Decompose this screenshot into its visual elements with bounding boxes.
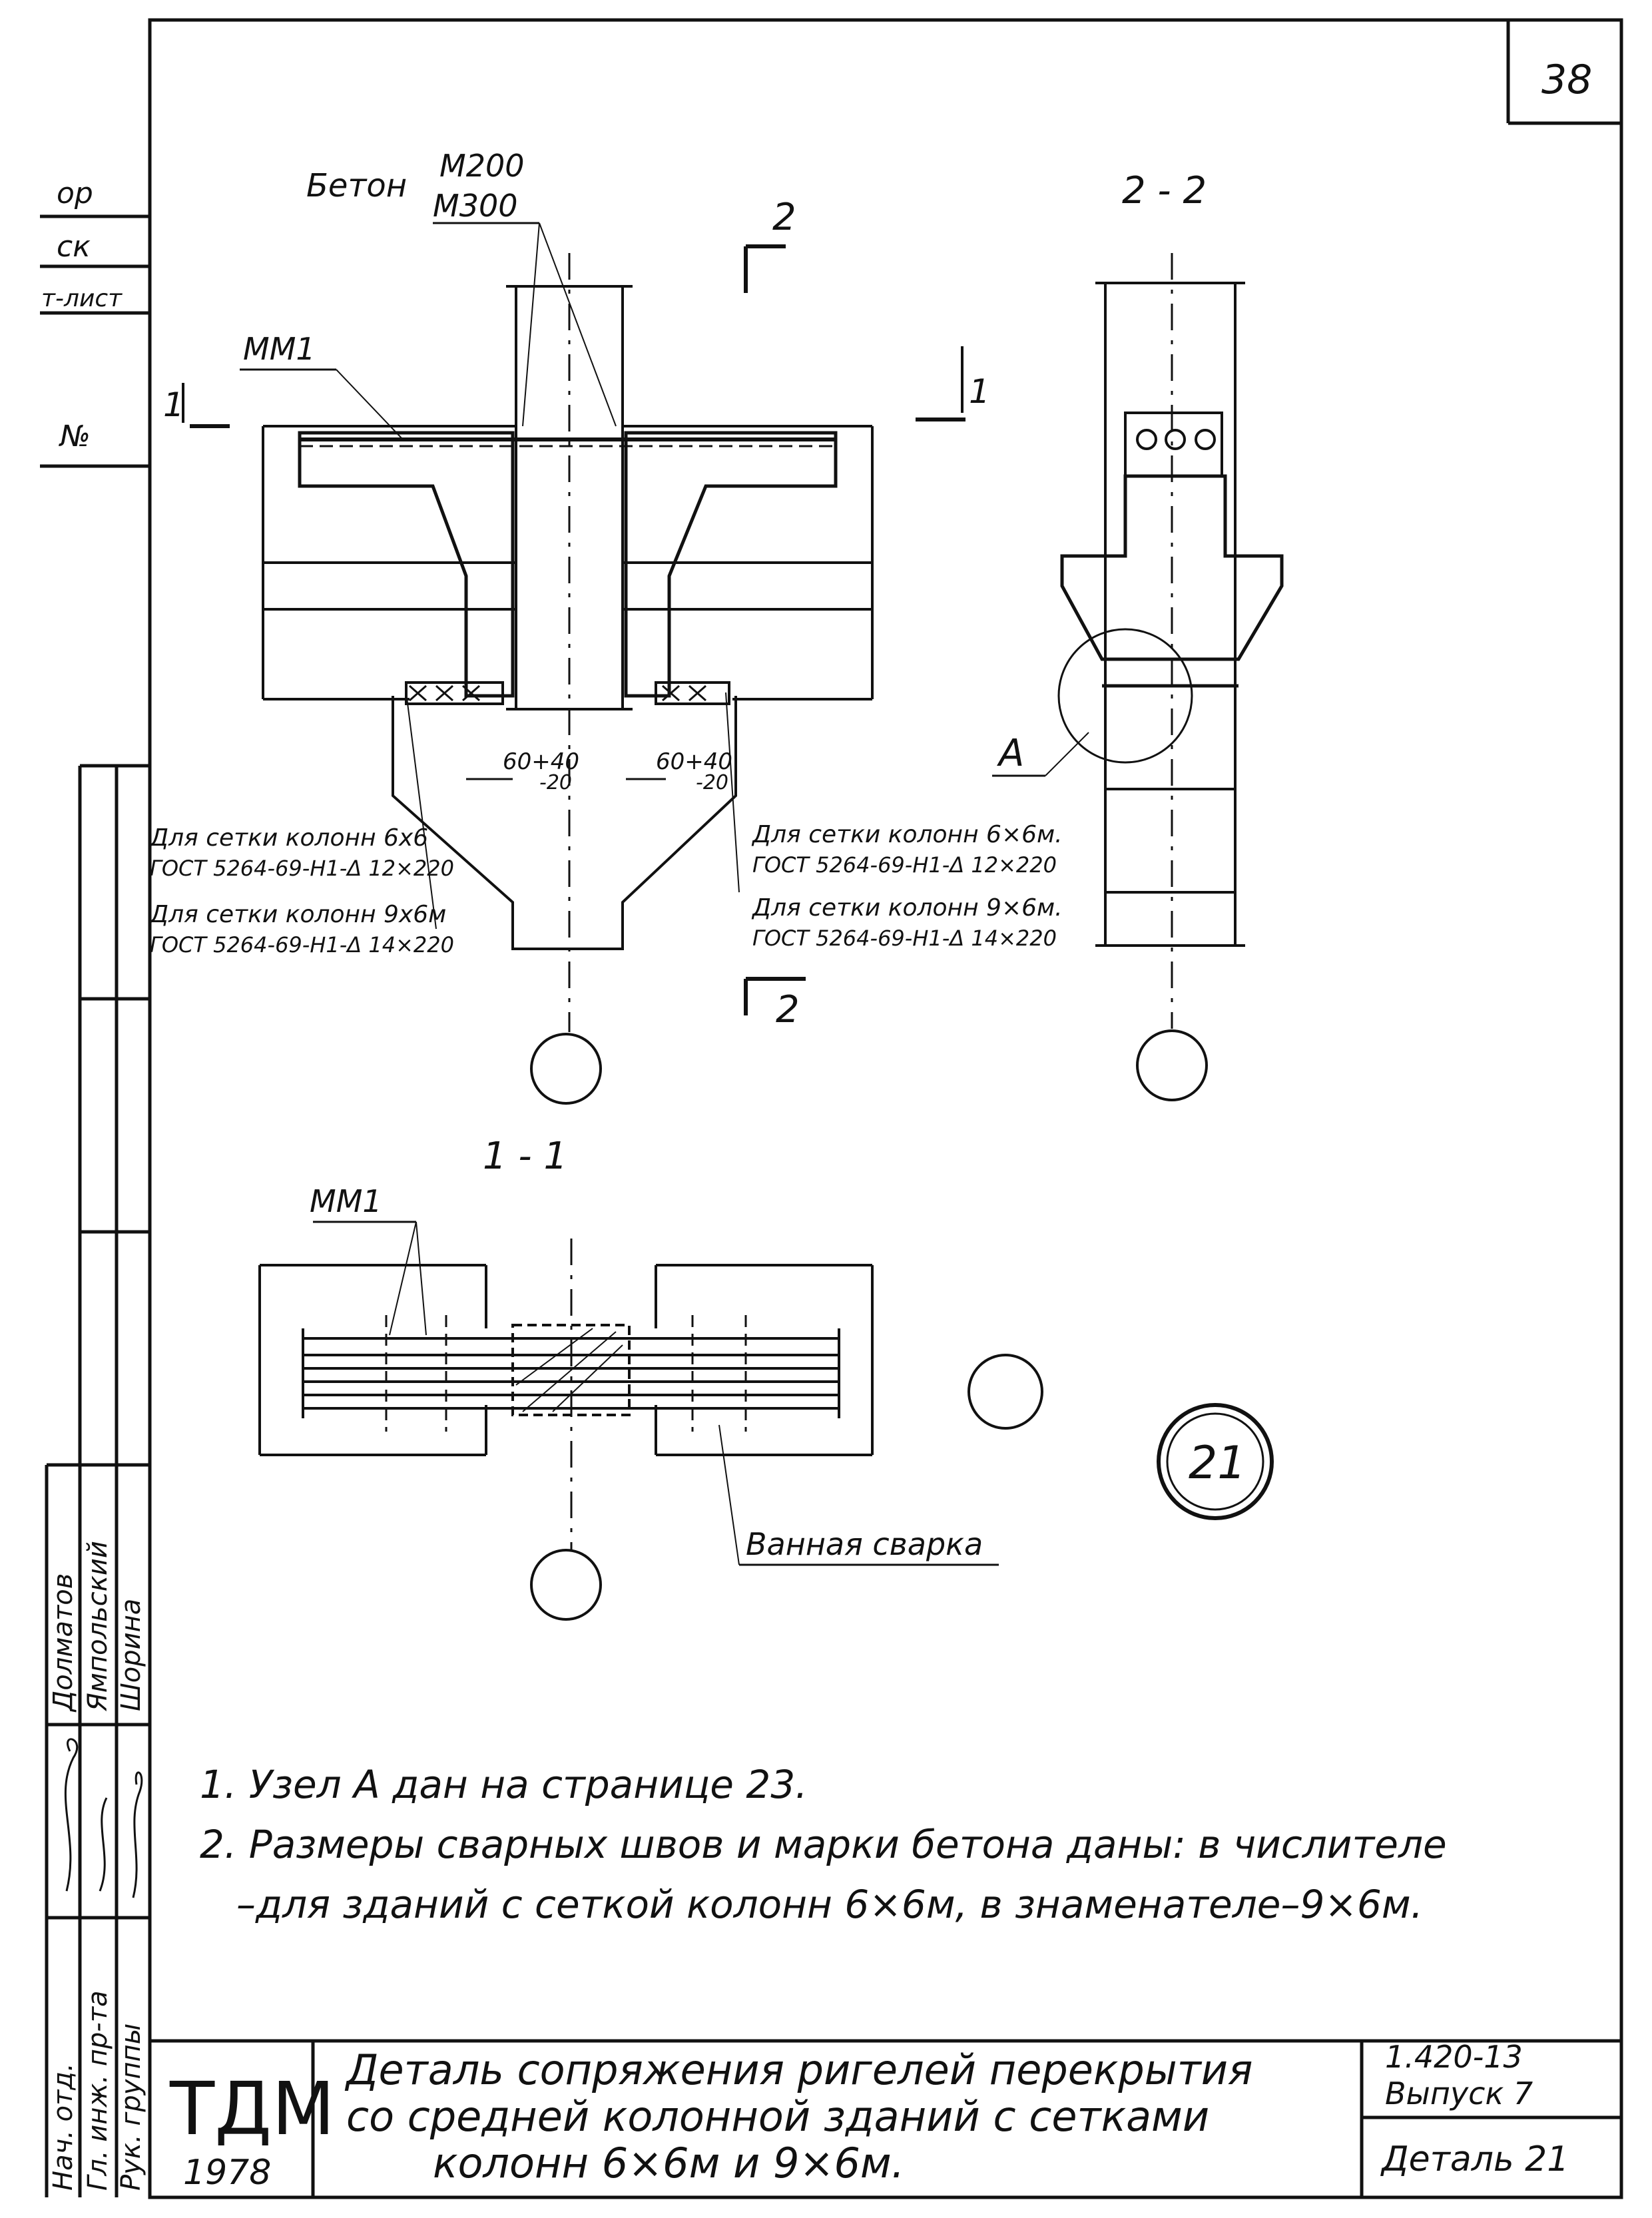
mesh-left-gost-2: ГОСТ 5264-69-Н1-Δ 14×220 (150, 932, 454, 958)
section-2-2-view (992, 253, 1284, 1101)
org-stamp: ТДМ (169, 2066, 335, 2151)
node-a-label: А (997, 732, 1024, 775)
mesh-right-gost-1: ГОСТ 5264-69-Н1-Δ 12×220 (752, 852, 1057, 878)
dim-right-sub: -20 (696, 771, 728, 794)
margin-fragment-4: № (58, 419, 91, 453)
dim-left: 60+40 (503, 748, 579, 775)
note-1: 1. Узел А дан на странице 23. (200, 1762, 808, 1807)
title-line-2: со средней колонной зданий с сетками (346, 2092, 1209, 2141)
section-mark-2-top: 2 (772, 196, 796, 239)
series-code: 1.420-13 (1385, 2039, 1523, 2075)
section-1-1-view (258, 1221, 1043, 1621)
dim-right: 60+40 (656, 748, 732, 775)
margin-fragment-1: ор (57, 176, 93, 210)
section-mark-1-right: 1 (969, 372, 990, 411)
signatures (64, 1738, 143, 1898)
beton-numerator: М200 (439, 148, 525, 184)
mesh-left-label-2: Для сетки колонн 9x6м (148, 901, 446, 928)
margin-role-3: Нач. отд. (48, 2063, 79, 2191)
detail-number: 21 (1189, 1437, 1246, 1490)
section-mark-1-left: 1 (163, 386, 184, 424)
title-line-3: колонн 6×6м и 9×6м. (433, 2139, 904, 2187)
section-mark-2-bottom: 2 (776, 988, 800, 1031)
margin-name-3: Долматов (48, 1573, 79, 1713)
mesh-right-label-1: Для сетки колонн 6×6м. (751, 821, 1063, 848)
dim-left-sub: -20 (539, 771, 572, 794)
detail-number-badge (1157, 1403, 1274, 1520)
note-2: 2. Размеры сварных швов и марки бетона д… (200, 1822, 1447, 1867)
title-line-1: Деталь сопряжения ригелей перекрытия (344, 2046, 1252, 2094)
margin-name-2: Ямпольский (83, 1541, 113, 1712)
page-number: 38 (1541, 57, 1592, 103)
margin-fragment-3: т-лист (41, 285, 123, 312)
section-1-1-title: 1 - 1 (483, 1135, 567, 1178)
mesh-left-label-1: Для сетки колонн 6x6 (148, 824, 428, 852)
detail-label: Деталь 21 (1380, 2139, 1569, 2179)
section-2-2-title: 2 - 2 (1122, 169, 1207, 212)
year: 1978 (183, 2153, 271, 2193)
margin-role-2: Гл. инж. пр-та (83, 1990, 113, 2191)
margin-fragment-2: ск (57, 230, 91, 264)
note-3: –для зданий с сеткой колонн 6×6м, в знам… (236, 1882, 1423, 1927)
mm1-label-top: ММ1 (243, 331, 316, 367)
margin-role-1: Рук. группы (116, 2024, 146, 2191)
mesh-right-gost-2: ГОСТ 5264-69-Н1-Δ 14×220 (752, 926, 1057, 951)
mesh-left-gost-1: ГОСТ 5264-69-Н1-Δ 12×220 (150, 856, 454, 881)
bath-welding-label: Ванная сварка (746, 1526, 983, 1562)
mesh-right-label-2: Для сетки колонн 9×6м. (751, 894, 1063, 922)
beton-denominator: М300 (433, 188, 518, 224)
margin-name-1: Шорина (116, 1599, 146, 1711)
mm1-label-plan: ММ1 (310, 1183, 382, 1219)
elevation-view (182, 222, 965, 1105)
beton-label: Бетон (306, 167, 407, 204)
sheet-frame (40, 18, 1623, 2199)
issue-label: Выпуск 7 (1385, 2076, 1533, 2111)
